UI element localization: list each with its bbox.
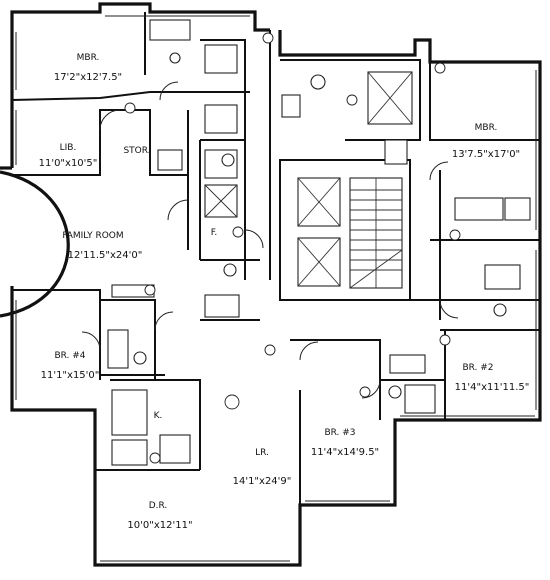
room-dims-mbr-top: 17'2"x12'7.5" (54, 72, 122, 83)
room-name-mbr-top: MBR. (77, 53, 100, 63)
room-name-mbr-right: MBR. (475, 123, 498, 133)
windows (15, 15, 537, 562)
detail-markers (124, 32, 461, 464)
room-labels: MBR. 17'2"x12'7.5" LIB. 11'0"x10'5" STOR… (39, 53, 530, 531)
room-dims-br3: 11'4"x14'9.5" (311, 447, 379, 458)
room-dims-family: 12'11.5"x24'0" (68, 250, 143, 261)
room-name-stor: STOR. (123, 146, 150, 156)
room-name-dr: D.R. (149, 501, 168, 511)
room-name-br4: BR. #4 (54, 351, 85, 361)
room-name-foyer: F. (211, 228, 218, 238)
room-dims-br2: 11'4"x11'11.5" (455, 382, 530, 393)
room-name-lib: LIB. (60, 143, 77, 153)
room-dims-br4: 11'1"x15'0" (41, 370, 100, 381)
interior-walls (11, 12, 540, 505)
room-name-br2: BR. #2 (462, 363, 493, 373)
room-name-br3: BR. #3 (324, 428, 355, 438)
room-dims-dr: 10'0"x12'11" (127, 520, 192, 531)
room-dims-lib: 11'0"x10'5" (39, 158, 98, 169)
stairwell (349, 177, 403, 289)
room-name-family: FAMILY ROOM (62, 231, 123, 241)
door-swings (81, 81, 459, 399)
fixtures (107, 19, 531, 466)
room-dims-mbr-right: 13'7.5"x17'0" (452, 149, 520, 160)
elevator-shafts (297, 71, 413, 287)
room-dims-lr: 14'1"x24'9" (233, 476, 292, 487)
room-name-kitchen: K. (154, 411, 163, 421)
room-name-lr: LR. (255, 448, 269, 458)
